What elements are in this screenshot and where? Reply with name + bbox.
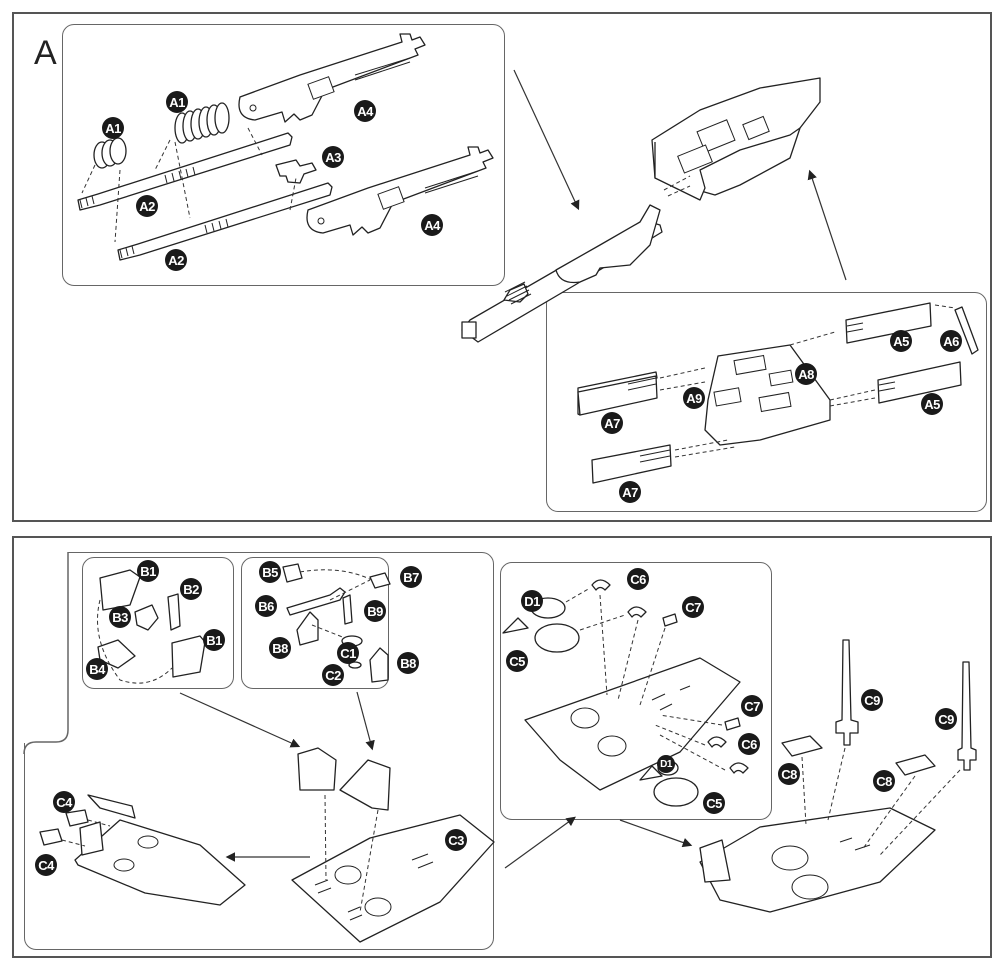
label-c4-lower: C4 bbox=[35, 854, 57, 876]
label-c3: C3 bbox=[445, 829, 467, 851]
assembled-b1-block bbox=[297, 747, 337, 791]
glue-tube-top bbox=[502, 617, 529, 634]
part-c8-right bbox=[895, 754, 936, 776]
label-d1-bottom: D1 bbox=[657, 755, 675, 773]
part-b9 bbox=[342, 594, 353, 625]
part-c3-plate bbox=[291, 814, 495, 943]
label-c7-bottom: C7 bbox=[741, 695, 763, 717]
label-c1: C1 bbox=[337, 642, 359, 664]
part-a4-upper bbox=[238, 33, 426, 123]
label-a5-lower: A5 bbox=[921, 393, 943, 415]
label-a7-upper: A7 bbox=[601, 412, 623, 434]
label-b8-left: B8 bbox=[269, 637, 291, 659]
part-c9-right bbox=[957, 661, 977, 771]
label-c6-bottom: C6 bbox=[738, 733, 760, 755]
part-a4-lower bbox=[306, 146, 494, 236]
assembled-plate-left bbox=[74, 794, 246, 906]
panel-a-letter: A bbox=[34, 34, 57, 72]
part-b2 bbox=[167, 593, 181, 631]
label-c6-top: C6 bbox=[627, 568, 649, 590]
label-c9-left: C9 bbox=[861, 689, 883, 711]
part-a6 bbox=[954, 306, 979, 355]
part-b3 bbox=[134, 604, 159, 631]
label-a3: A3 bbox=[322, 146, 344, 168]
label-c4-upper: C4 bbox=[53, 791, 75, 813]
part-b5 bbox=[282, 563, 303, 583]
label-a5-upper: A5 bbox=[890, 330, 912, 352]
part-c6-top-1 bbox=[591, 579, 611, 591]
part-b8-left bbox=[296, 611, 319, 646]
label-a4-lower: A4 bbox=[421, 214, 443, 236]
part-a5-lower bbox=[877, 361, 962, 404]
label-c2: C2 bbox=[322, 664, 344, 686]
label-b8-right: B8 bbox=[397, 652, 419, 674]
assembled-arm bbox=[461, 204, 663, 343]
part-b6 bbox=[286, 587, 346, 616]
label-c5-bottom: C5 bbox=[703, 792, 725, 814]
part-b1-upper bbox=[99, 569, 141, 611]
assembled-b2-bracket bbox=[339, 759, 391, 811]
part-a7-upper bbox=[577, 371, 658, 416]
label-c8-right: C8 bbox=[873, 770, 895, 792]
label-a1-small: A1 bbox=[102, 117, 124, 139]
label-a4-upper: A4 bbox=[354, 100, 376, 122]
label-b4: B4 bbox=[86, 658, 108, 680]
label-b7: B7 bbox=[400, 566, 422, 588]
label-a7-lower: A7 bbox=[619, 481, 641, 503]
part-b8-right bbox=[369, 647, 389, 683]
assembled-final-plate bbox=[699, 807, 936, 913]
label-a2-upper: A2 bbox=[136, 195, 158, 217]
part-c4-lower bbox=[39, 828, 63, 846]
label-a2-lower: A2 bbox=[165, 249, 187, 271]
part-c8-left bbox=[781, 735, 823, 757]
assembled-base-tray bbox=[651, 77, 821, 201]
part-a1-large bbox=[174, 102, 230, 144]
label-a1-large: A1 bbox=[166, 91, 188, 113]
label-b3: B3 bbox=[109, 606, 131, 628]
label-a8: A8 bbox=[795, 363, 817, 385]
label-b1-upper: B1 bbox=[137, 560, 159, 582]
part-c5-plate bbox=[524, 657, 741, 791]
part-a5-upper bbox=[845, 302, 932, 344]
glue-tube-bottom bbox=[639, 765, 663, 781]
part-a2-upper bbox=[77, 132, 293, 211]
part-c4-upper bbox=[65, 809, 89, 827]
subpanel-a-arm bbox=[62, 24, 505, 286]
label-d1-top: D1 bbox=[521, 590, 543, 612]
label-b5: B5 bbox=[259, 561, 281, 583]
part-a7-lower bbox=[591, 444, 672, 484]
part-a2-lower bbox=[117, 182, 333, 261]
part-b1-lower bbox=[171, 635, 206, 678]
part-c9-left bbox=[835, 639, 859, 746]
subpanel-b-notch-cover bbox=[22, 550, 68, 743]
label-b1-lower: B1 bbox=[203, 629, 225, 651]
label-c8-left: C8 bbox=[778, 763, 800, 785]
label-c7-top: C7 bbox=[682, 596, 704, 618]
label-c9-right: C9 bbox=[935, 708, 957, 730]
label-a9: A9 bbox=[683, 387, 705, 409]
part-c6-bottom-2 bbox=[729, 762, 749, 774]
label-c5-top: C5 bbox=[506, 650, 528, 672]
part-a8-a9-base bbox=[704, 344, 831, 446]
part-a3 bbox=[275, 159, 317, 184]
part-c7-bottom bbox=[724, 717, 741, 731]
label-b2: B2 bbox=[180, 578, 202, 600]
part-b4 bbox=[97, 639, 136, 669]
part-c5-disc-bottom bbox=[653, 777, 699, 807]
part-c6-top-2 bbox=[627, 606, 647, 618]
part-c6-bottom-1 bbox=[707, 736, 727, 748]
label-b9: B9 bbox=[364, 600, 386, 622]
part-c7-top bbox=[662, 613, 678, 627]
label-a6: A6 bbox=[940, 330, 962, 352]
part-b7 bbox=[369, 572, 391, 589]
part-a1-small bbox=[93, 137, 127, 169]
part-c2 bbox=[348, 661, 362, 669]
label-b6: B6 bbox=[255, 595, 277, 617]
